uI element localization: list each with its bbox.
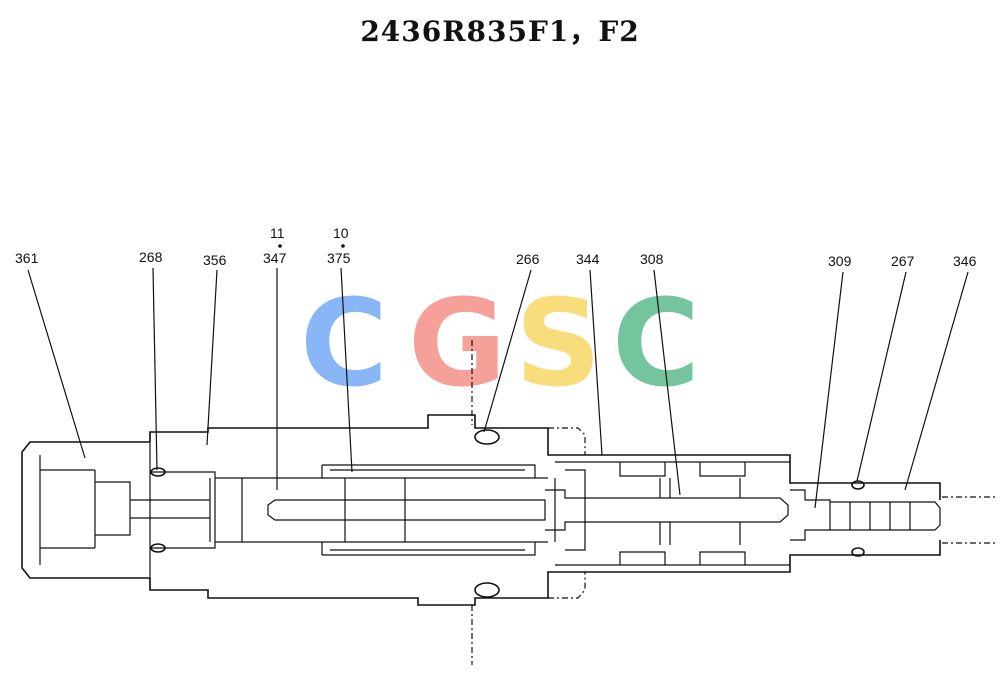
label-344: 344 [576,251,600,267]
label-268: 268 [139,249,163,265]
inner-collar [554,469,586,551]
watermark-letter-c1: C [300,275,388,414]
leader-361 [27,269,86,459]
housing-bottom [149,540,941,606]
ref-dot-11 [278,244,282,248]
label-346: 346 [953,253,977,269]
inner-bore [150,471,548,549]
watermark-letter-g: G [408,275,507,414]
cgsc-watermark: C G S C [300,275,700,414]
leader-268 [152,267,158,471]
watermark-letter-c2: C [612,275,700,414]
cap-outline [21,441,150,579]
dashed-outline [548,427,586,599]
label-308: 308 [640,251,664,267]
label-267: 267 [891,253,915,269]
ref-dot-10 [341,244,345,248]
oring-267-top [851,480,865,490]
leader-308 [653,269,681,496]
ref-number-10: 10 [333,225,349,241]
label-361: 361 [15,250,39,266]
leader-309 [814,271,844,509]
spring [321,464,536,556]
label-375: 375 [327,250,351,266]
spring-retainer-lines [344,478,406,542]
plug-309 [790,489,831,541]
spool-rod [267,499,546,521]
plug-thread [830,501,941,531]
leader-267 [856,271,907,482]
leader-266 [483,269,532,433]
label-266: 266 [516,251,540,267]
part-labels: 361 268 356 11 347 10 375 266 344 308 30… [15,225,977,269]
leader-344 [589,269,603,456]
sleeve-lands [555,461,790,566]
leader-346 [904,271,969,491]
spool-right [545,489,789,531]
diagram-title: 2436R835F1，F2 [360,15,640,48]
watermark-letter-s: S [515,275,601,414]
oring-268-bottom [150,543,166,553]
leader-lines [27,267,969,509]
leader-356 [206,269,218,446]
ref-number-11: 11 [270,225,285,241]
leader-375 [340,267,353,473]
oring-266-bottom [474,582,500,598]
label-309: 309 [828,253,852,269]
valve-drawing [21,340,995,665]
right-extension [942,496,995,544]
oring-267-bottom [851,547,865,557]
label-356: 356 [203,252,227,268]
label-347: 347 [263,250,287,266]
sleeve-ports [659,478,741,545]
oring-266-top [474,429,500,445]
cap-inner [39,455,210,565]
oring-268-top [150,467,166,477]
